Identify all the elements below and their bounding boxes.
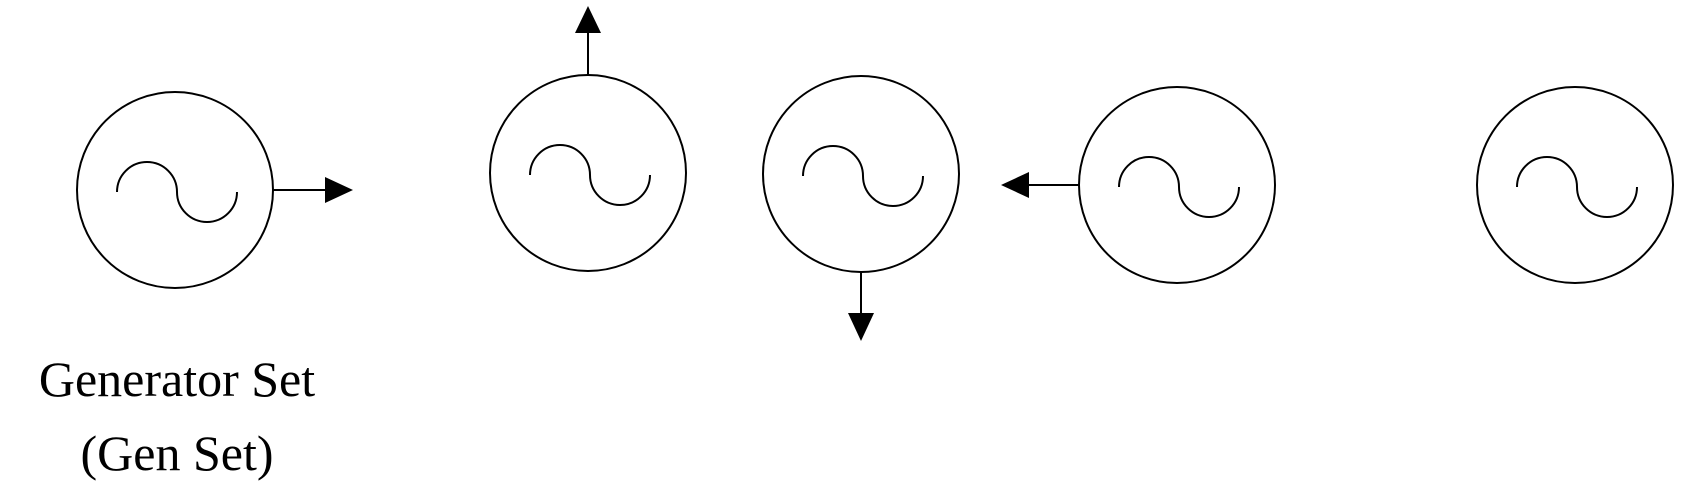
arrowhead-up-icon (575, 6, 601, 33)
generator-icon (76, 91, 274, 289)
caption-line-1: Generator Set (39, 351, 315, 407)
arrowhead-right-icon (325, 177, 353, 203)
sine-wave-icon (1118, 156, 1240, 218)
sine-wave-icon (802, 145, 924, 207)
generator-icon (489, 74, 687, 272)
generator-symbol-up-arrow (489, 6, 687, 272)
caption-line-2: (Gen Set) (81, 425, 274, 481)
generator-symbol-left-arrow (1001, 86, 1276, 284)
sine-wave-icon (1516, 156, 1638, 218)
generator-icon (1078, 86, 1276, 284)
generator-symbol-no-arrow (1476, 86, 1674, 284)
arrowhead-left-icon (1001, 172, 1029, 198)
sine-wave-icon (529, 144, 651, 206)
generator-symbol-down-arrow (762, 75, 960, 341)
generator-icon (762, 75, 960, 273)
arrowhead-down-icon (848, 313, 874, 341)
generator-symbol-right-arrow (76, 91, 353, 289)
generator-icon (1476, 86, 1674, 284)
sine-wave-icon (116, 161, 238, 223)
